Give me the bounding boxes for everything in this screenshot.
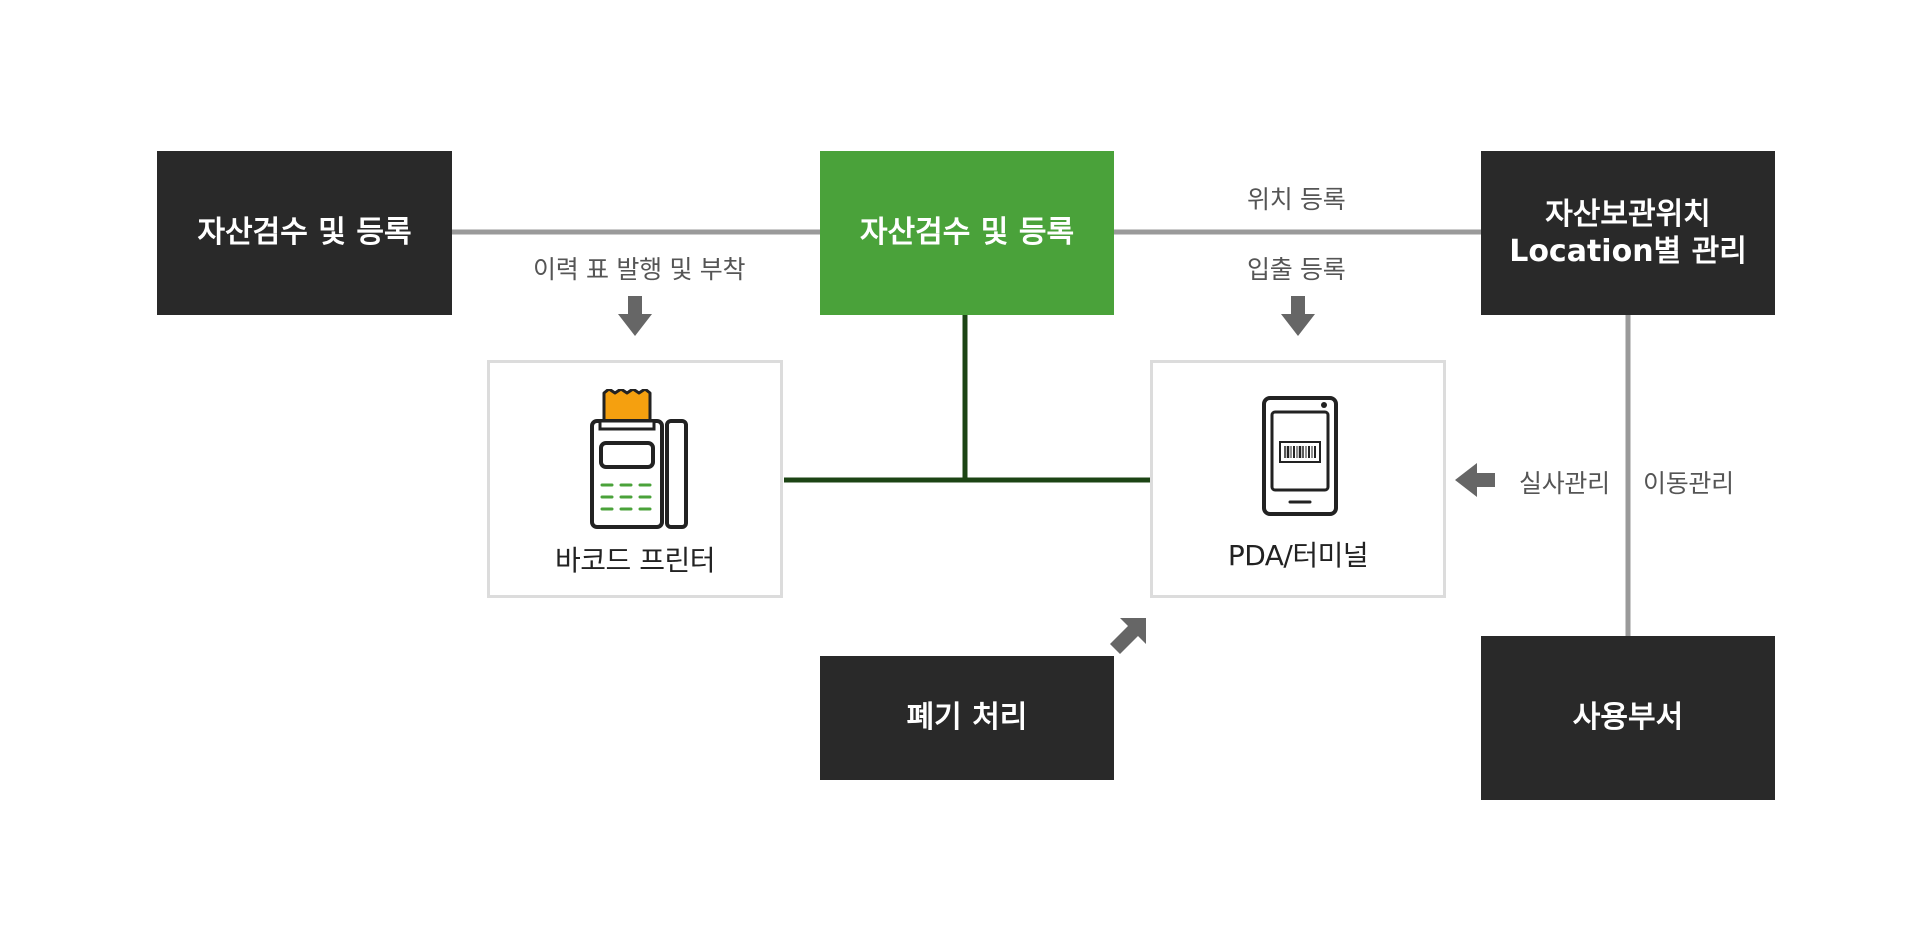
arrow-up-right-icon (1110, 618, 1146, 654)
node-label-line1: 자산보관위치 (1545, 196, 1711, 232)
node-asset-inspection-center: 자산검수 및 등록 (820, 151, 1114, 315)
node-disposal: 폐기 처리 (820, 656, 1114, 780)
device-label-printer: 바코드 프린터 (555, 544, 715, 577)
label-inout-register: 입출 등록 (1247, 255, 1346, 284)
node-label: 자산검수 및 등록 (197, 215, 412, 251)
node-storage-location: 자산보관위치 Location별 관리 (1481, 151, 1775, 315)
label-print-attach: 이력 표 발행 및 부착 (533, 255, 746, 284)
pda-terminal-icon (1262, 396, 1338, 516)
node-asset-inspection-left: 자산검수 및 등록 (157, 151, 452, 315)
label-location-register: 위치 등록 (1247, 185, 1346, 214)
device-card-printer: 바코드 프린터 (487, 360, 783, 598)
device-card-pda: PDA/터미널 (1150, 360, 1446, 598)
node-label: 사용부서 (1572, 700, 1684, 736)
barcode-printer-icon (590, 389, 688, 529)
device-label-pda: PDA/터미널 (1227, 539, 1369, 572)
label-movement: 이동관리 (1643, 469, 1734, 498)
arrow-down-icon (618, 296, 652, 336)
node-label-line2: Location별 관리 (1509, 234, 1747, 269)
arrow-down-icon (1281, 296, 1315, 336)
label-inventory: 실사관리 (1519, 469, 1610, 498)
node-label: 폐기 처리 (906, 700, 1028, 736)
arrow-left-icon (1455, 463, 1495, 497)
node-user-department: 사용부서 (1481, 636, 1775, 800)
node-label: 자산검수 및 등록 (859, 215, 1075, 251)
